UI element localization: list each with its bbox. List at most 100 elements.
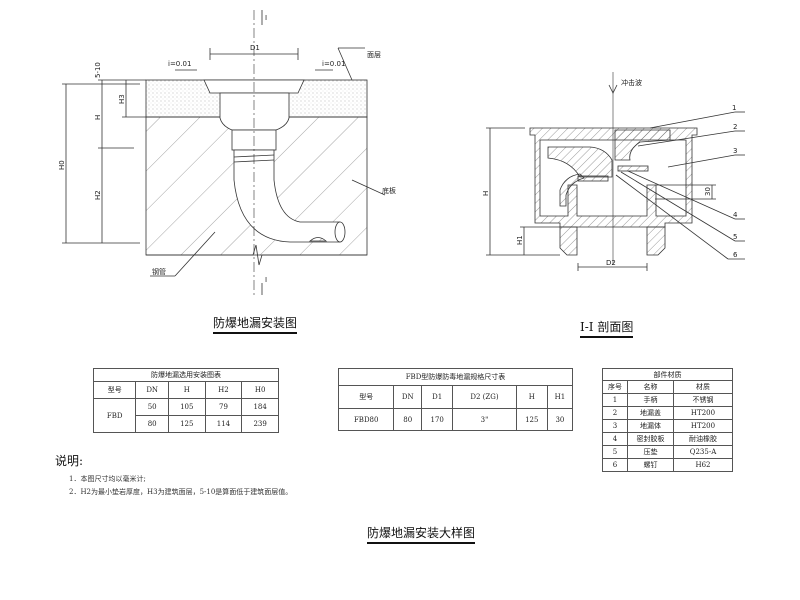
dim-5-10: 5-10 (94, 62, 102, 78)
cell: 80 (393, 408, 423, 431)
cell: 地漏盖 (627, 406, 674, 420)
surface-label: 面层 (367, 51, 381, 59)
drain-housing (529, 127, 698, 228)
header-cell: H0 (241, 381, 279, 399)
section-drawing (486, 72, 745, 271)
cell: 125 (515, 408, 548, 431)
header-cell: 序号 (602, 380, 628, 394)
callout-5: 5 (733, 233, 737, 241)
header-cell: 型号 (92, 381, 137, 399)
callout-4: 4 (733, 211, 738, 219)
header-cell: D2 (ZG) (452, 385, 517, 409)
cell: 184 (241, 398, 279, 416)
dim-h1: H1 (516, 235, 524, 245)
slope-right: i=0.01 (322, 60, 345, 68)
cell: 105 (167, 398, 206, 416)
table-title: 部件材质 (602, 368, 733, 381)
cell: 2 (602, 406, 628, 420)
dim-h3: H3 (118, 94, 126, 104)
header-cell: DN (393, 385, 423, 409)
header-cell: D1 (421, 385, 454, 409)
cell: 114 (204, 415, 243, 433)
dim-h: H (94, 115, 102, 120)
drain-cover (547, 129, 671, 178)
note-item: 2．H2为最小垫岩厚度，H3为建筑面层，5-10是算面低于建筑面层值。 (69, 488, 293, 496)
cell: 50 (135, 398, 169, 416)
table-row: 80 125 114 239 (94, 415, 279, 433)
shock-wave-label: 冲击波 (621, 78, 642, 87)
selection-table: 防爆地漏选用安装图表 型号 DN H H2 H0 FBD 50 105 79 1… (92, 368, 279, 433)
callout-3: 3 (733, 147, 737, 155)
drain-nipple (559, 226, 666, 256)
slope-left: i=0.01 (168, 60, 191, 68)
cell: 4 (602, 432, 628, 446)
header-cell: 材质 (673, 380, 733, 394)
notes: 说明: 1．本图尺寸均以毫米计; 2．H2为最小垫岩厚度，H3为建筑面层，5-1… (55, 452, 292, 497)
dim-h2: H2 (94, 190, 102, 200)
section-mark-bottom: I (265, 276, 267, 284)
dim-h0: H0 (58, 160, 66, 170)
spec-table: FBD型防爆防毒地漏规格尺寸表 型号 DN D1 D2 (ZG) H H1 FB… (337, 368, 574, 431)
section-mark-top: I (265, 14, 267, 22)
cell: 压垫 (627, 445, 674, 459)
cell: 79 (204, 398, 243, 416)
cell: 80 (135, 415, 169, 433)
header-cell: DN (135, 381, 169, 399)
dim-h: H (482, 191, 490, 196)
install-drawing-title: 防爆地漏安装图 (213, 314, 298, 334)
install-drawing-labels: I I D1 i=0.01 i=0.01 面层 底板 钢管 5-10 H3 H … (58, 14, 396, 284)
callout-6: 6 (733, 251, 738, 259)
cell: 密封胶板 (627, 432, 674, 446)
cell: 手柄 (627, 393, 674, 407)
cell: 耐油橡胶 (673, 432, 733, 446)
cell: 地漏体 (627, 419, 674, 433)
note-item: 1．本图尺寸均以毫米计; (69, 475, 146, 483)
cell: HT200 (673, 406, 733, 420)
section-drawing-labels: 冲击波 H H1 30 D2 1 2 3 4 5 6 (482, 78, 738, 267)
slab-label: 底板 (382, 186, 396, 195)
cell: FBD80 (337, 408, 395, 431)
seal-plate (577, 175, 609, 182)
pipe-label: 钢管 (152, 267, 166, 276)
table-row: FBD80 80 170 3" 125 30 (337, 408, 574, 431)
header-cell: 型号 (337, 385, 395, 409)
cell: 5 (602, 445, 628, 459)
cell: 30 (546, 408, 574, 431)
dim-d2: D2 (606, 259, 616, 267)
cell: 螺钉 (627, 458, 674, 472)
d1-label: D1 (250, 44, 260, 52)
steel-pipe (233, 149, 341, 243)
main-title: 防爆地漏安装大样图 (367, 524, 476, 544)
cell: 1 (602, 393, 628, 407)
header-cell: H (167, 381, 206, 399)
cell: 3" (452, 408, 517, 431)
cell: 170 (421, 408, 454, 431)
section-drawing-title: I-I 剖面图 (580, 318, 634, 338)
header-cell: H1 (546, 385, 574, 409)
cell: 6 (602, 458, 628, 472)
callout-2: 2 (733, 123, 737, 131)
cell: Q235-A (673, 445, 733, 459)
table-title: FBD型防爆防毒地漏规格尺寸表 (338, 368, 573, 386)
cell: HT200 (673, 419, 733, 433)
cell: 不锈钢 (673, 393, 733, 407)
dim-30: 30 (704, 187, 712, 196)
table-row: FBD 50 105 79 184 (92, 398, 279, 433)
header-cell: H2 (204, 381, 243, 399)
install-drawing (62, 10, 386, 295)
cell: 239 (241, 415, 279, 433)
drain-body (219, 92, 290, 131)
seal-plate-right (617, 165, 649, 172)
notes-heading: 说明: (55, 454, 84, 468)
cell: 3 (602, 419, 628, 433)
model-cell: FBD (92, 398, 137, 433)
callout-1: 1 (732, 104, 736, 112)
table-title: 防爆地漏选用安装图表 (93, 368, 279, 382)
